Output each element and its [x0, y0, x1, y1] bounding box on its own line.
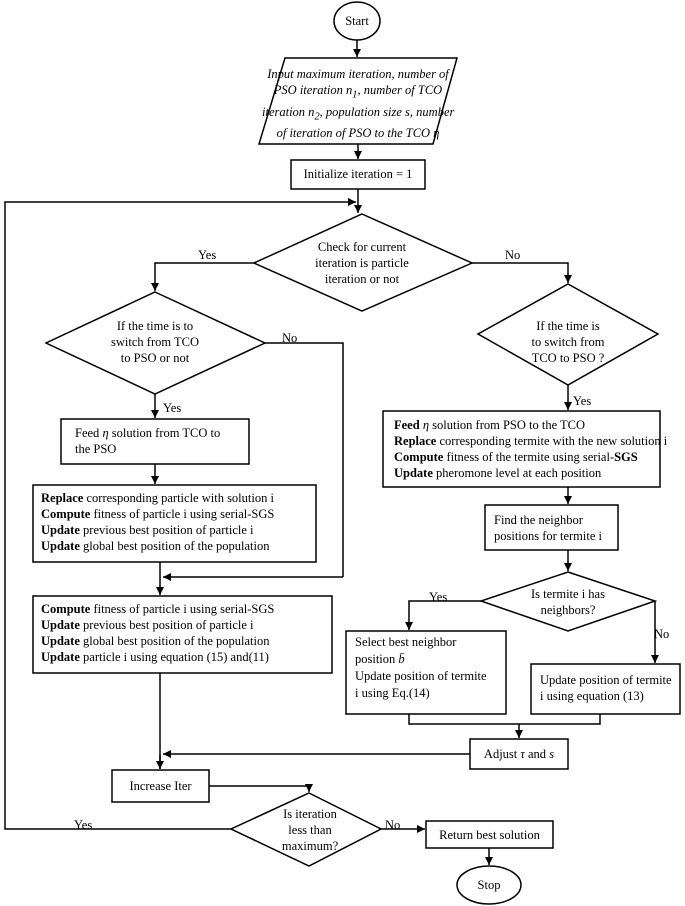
- line-switch-no: [265, 342, 344, 577]
- input-line-2: PSO iteration n1, number of TCO: [273, 83, 443, 101]
- label-yes-neighbors: Yes: [429, 590, 448, 604]
- update-termite-text: Update position of termite i using equat…: [540, 673, 672, 703]
- adjust-box: [469, 738, 569, 770]
- compute-update-box: [32, 595, 333, 674]
- iteration-less-decision: [229, 792, 383, 867]
- find-neighbor-text: Find the neighbor positions for termite …: [494, 513, 602, 543]
- adjust-text: Adjust τ and s: [483, 747, 555, 761]
- label-yes-switch: Yes: [163, 401, 182, 415]
- initialize-label: Initialize iteration = 1: [303, 167, 413, 181]
- tau-symbol: τ: [520, 747, 525, 761]
- has-neighbors-text: Is termite i has neighbors?: [531, 587, 605, 617]
- compute-update-text: Compute fitness of particle i using seri…: [41, 602, 275, 664]
- stop-label: Stop: [477, 878, 501, 892]
- line-best-down: [408, 714, 601, 725]
- input-line-4: of iteration of PSO to the TCO η: [276, 126, 440, 140]
- check-iteration-text: Check for current iteration is particle …: [315, 240, 409, 286]
- increase-iter-label: Increase Iter: [129, 779, 192, 793]
- check-iteration-decision: [252, 213, 474, 312]
- label-no-check: No: [505, 248, 521, 262]
- stop-terminal: [456, 865, 522, 905]
- find-neighbor-box: [484, 504, 619, 551]
- label-yes-check: Yes: [198, 248, 217, 262]
- return-solution-label: Return best solution: [439, 828, 540, 842]
- switch-tco-to-pso-text: If the time is to switch from TCO to PSO…: [531, 319, 605, 365]
- feed-pso-to-tco-text: Feed η solution from PSO to the TCO Repl…: [394, 418, 668, 480]
- n2-subscript: 2: [314, 111, 320, 122]
- s-symbol: s: [549, 747, 555, 761]
- input-text: Input maximum iteration, number of PSO i…: [262, 66, 454, 141]
- label-yes-tco: Yes: [573, 394, 592, 408]
- label-yes-loop: Yes: [74, 818, 93, 832]
- replace-particle-box: [32, 484, 317, 563]
- iteration-less-text: Is iteration less than maximum?: [281, 807, 339, 853]
- arrow-neighbors-yes: [405, 600, 481, 630]
- arrow-loop-yes: [4, 198, 356, 830]
- arrow-check-no: [472, 262, 572, 283]
- label-no-neighbors: No: [654, 627, 670, 641]
- best-neighbor-box: [345, 630, 507, 715]
- eta-symbol: η: [102, 426, 109, 440]
- replace-particle-text: Replace corresponding particle with solu…: [41, 491, 275, 553]
- feed-pso-to-tco-box: [382, 410, 661, 488]
- has-neighbors-decision: [478, 571, 658, 632]
- update-termite-box: [530, 663, 681, 715]
- switch-tco-pso-text: If the time is to switch from TCO to PSO…: [111, 319, 199, 365]
- start-label: Start: [345, 14, 369, 28]
- best-neighbor-text: Select best neighbor position b̄ Update …: [355, 635, 487, 700]
- label-no-decision: No: [385, 818, 401, 832]
- input-line-1: Input maximum iteration, number of: [267, 67, 449, 81]
- label-no-switch: No: [282, 331, 298, 345]
- n1-subscript: 1: [352, 89, 358, 101]
- b-bar-symbol: b̄: [398, 652, 405, 666]
- input-parallelogram: [257, 57, 458, 145]
- feed-tco-to-pso-text: Feed η solution from TCO to the PSO: [75, 426, 221, 456]
- input-line-3: iteration n2, population size s, number: [262, 104, 455, 123]
- arrow-increase-decision: [209, 784, 313, 792]
- arrow-check-yes: [151, 262, 254, 291]
